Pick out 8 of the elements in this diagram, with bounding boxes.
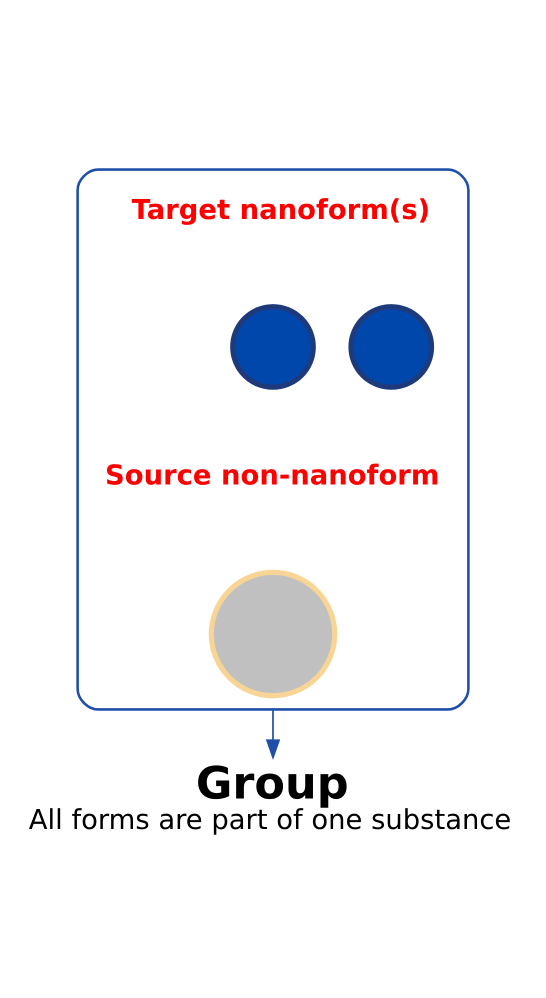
label: Source non-nanoform [105, 460, 440, 492]
arrow [266, 708, 280, 760]
node-circle [208, 569, 338, 698]
node-circle [230, 304, 316, 390]
node-circle [348, 304, 434, 390]
node-text: Group All forms are part of one substance [28, 756, 512, 836]
cluster [76, 168, 470, 710]
label: Target nanoform(s) [132, 194, 430, 226]
